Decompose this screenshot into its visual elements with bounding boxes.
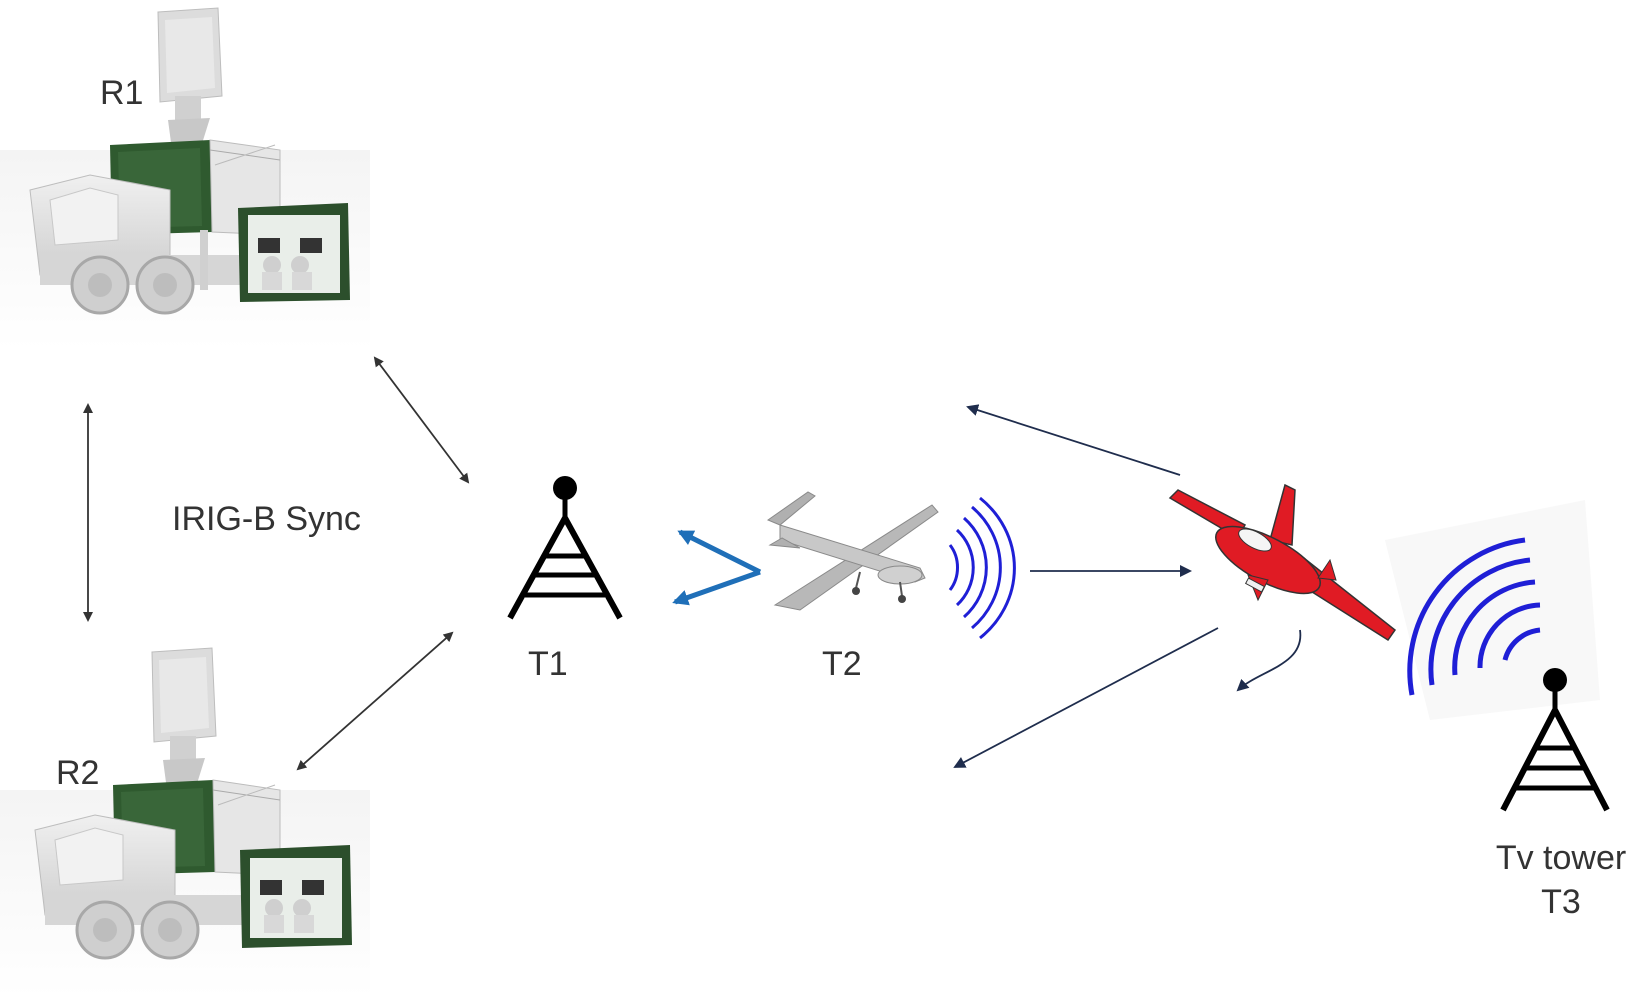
transmitter-tower-icon bbox=[507, 476, 623, 620]
label-r1: R1 bbox=[100, 74, 144, 112]
r2-t1-link-arrow bbox=[296, 631, 454, 771]
blue-arrow-upper bbox=[677, 529, 762, 575]
radar-truck-r2 bbox=[0, 647, 370, 998]
radar-truck-icon bbox=[34, 647, 352, 960]
tv-tower-waves bbox=[1385, 500, 1600, 720]
blue-arrow-lower bbox=[672, 569, 761, 606]
reflection-arrow-lower bbox=[953, 627, 1219, 768]
reflection-arrow-upper bbox=[966, 404, 1181, 476]
radar-truck-icon bbox=[29, 7, 350, 315]
scatter-curve-arrow bbox=[1236, 629, 1302, 692]
uav-drone-icon bbox=[766, 491, 939, 611]
label-r2: R2 bbox=[56, 754, 100, 792]
label-tv-tower-line2: T3 bbox=[1541, 883, 1581, 921]
label-t1: T1 bbox=[528, 645, 568, 683]
r1-t1-link-arrow bbox=[373, 356, 470, 484]
label-tv-tower: Tv tower T3 bbox=[1496, 836, 1626, 924]
label-t2: T2 bbox=[822, 645, 862, 683]
radar-truck-r1 bbox=[0, 7, 370, 350]
radio-waves-icon bbox=[948, 496, 1016, 640]
tv-tower-icon bbox=[1500, 668, 1610, 812]
label-irig-b-sync: IRIG-B Sync bbox=[172, 500, 361, 538]
jet-aircraft-icon bbox=[1168, 483, 1397, 642]
label-tv-tower-line1: Tv tower bbox=[1495, 839, 1627, 877]
